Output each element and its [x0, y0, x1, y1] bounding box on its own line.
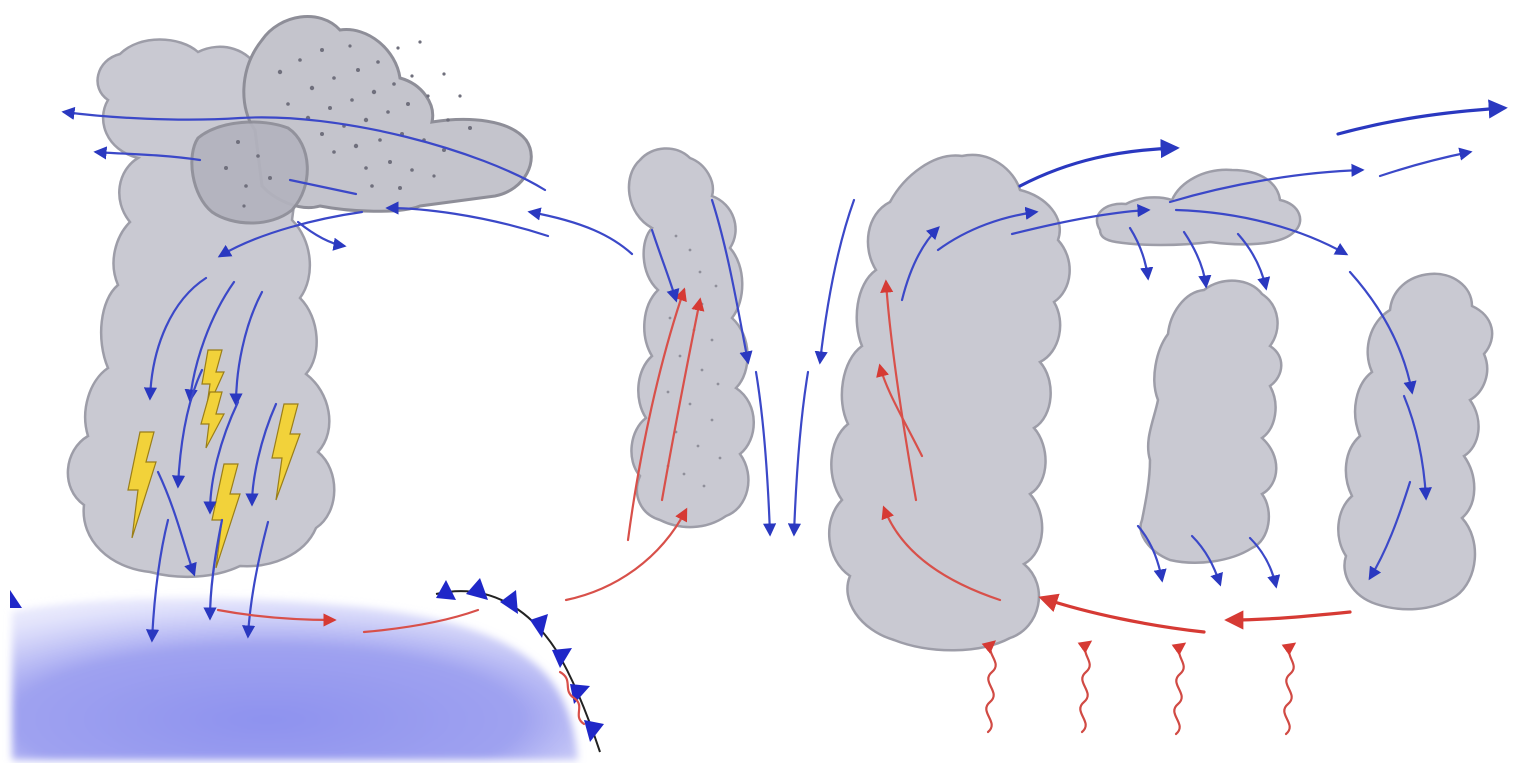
stratiform-body — [1097, 170, 1300, 245]
cold-pool — [12, 598, 578, 760]
heat-wave-icon — [1174, 644, 1184, 734]
right-edge-cumulus-body — [1338, 274, 1492, 609]
right-edge-cumulus — [1338, 274, 1492, 609]
middle-right-cumulus — [1141, 281, 1282, 563]
developing-cumulus-body — [629, 148, 754, 527]
developing-cumulus-cloud — [629, 148, 754, 527]
stratiform-cloud — [1097, 170, 1300, 245]
heat-wave-icon — [1080, 642, 1090, 732]
anvil-overlap — [192, 122, 307, 223]
heat-wave-icon — [1284, 644, 1294, 734]
surface-heating — [986, 642, 1294, 734]
middle-right-cumulus-body — [1141, 281, 1282, 563]
heat-wave-icon — [986, 642, 995, 732]
